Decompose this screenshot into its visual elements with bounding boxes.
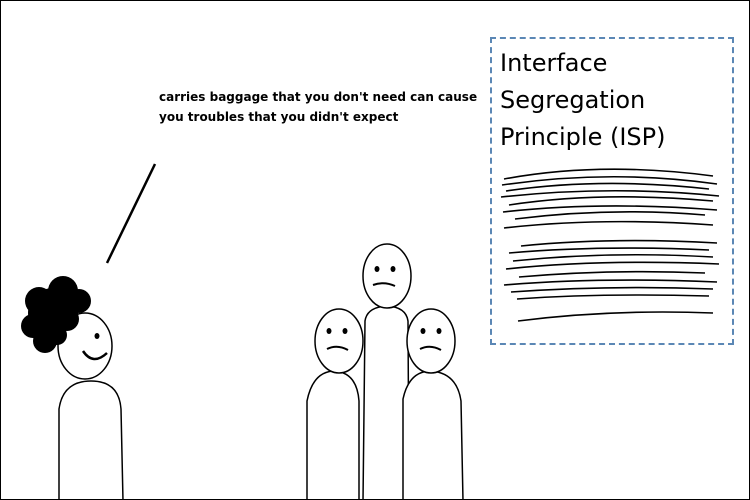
speech-pointer bbox=[105, 163, 157, 264]
poster-title-line-1: Interface bbox=[500, 49, 608, 77]
poster: Interface Segregation Principle (ISP) bbox=[490, 37, 734, 345]
speaker-body bbox=[58, 380, 124, 499]
speaker-smile bbox=[81, 350, 108, 361]
speaker-hair-overlap bbox=[47, 307, 79, 345]
speaker-eye bbox=[94, 333, 100, 339]
poster-title: Interface Segregation Principle (ISP) bbox=[500, 45, 728, 156]
poster-title-line-3: Principle (ISP) bbox=[500, 123, 666, 151]
speech-line-1: carries baggage that you don't need can … bbox=[159, 90, 478, 104]
listener-right-body bbox=[402, 370, 464, 499]
listener-right-face bbox=[406, 308, 456, 374]
listener-center-body bbox=[362, 305, 410, 499]
listener-left-body bbox=[306, 370, 360, 499]
listener-center-face bbox=[362, 243, 412, 309]
poster-scribble-lines bbox=[500, 168, 720, 322]
listener-left-face bbox=[314, 308, 364, 374]
speech-line-2: you troubles that you didn't expect bbox=[159, 110, 399, 124]
poster-title-line-2: Segregation bbox=[500, 86, 646, 114]
speech-text: carries baggage that you don't need can … bbox=[159, 87, 479, 127]
